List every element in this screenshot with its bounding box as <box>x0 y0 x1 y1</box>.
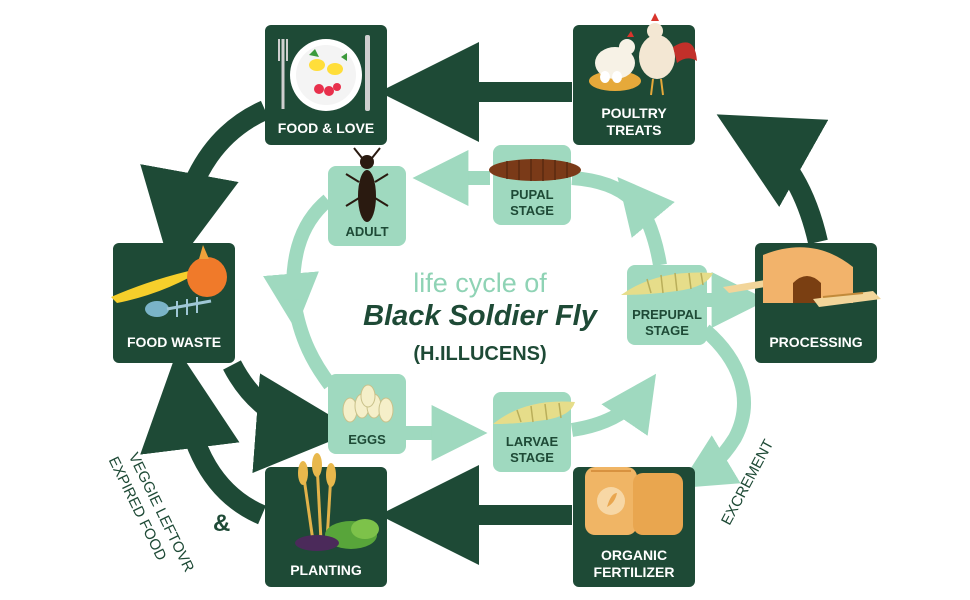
food-love-box: FOOD & LOVE <box>265 25 387 145</box>
arrow-waste-to-eggs <box>223 360 356 474</box>
arrow-processing-to-poultry <box>716 114 829 245</box>
poultry-treats-box: POULTRY TREATS <box>573 13 697 145</box>
pupal-stage-line1: PUPAL <box>510 187 554 202</box>
prepupal-stage-box: PREPUPAL STAGE <box>621 265 713 345</box>
adult-box: ADULT <box>328 147 406 246</box>
pupal-stage-label: PUPAL STAGE <box>493 187 571 219</box>
food-waste-box: FOOD WASTE <box>111 243 235 363</box>
arrow-excrement-to-fertilizer <box>678 324 751 489</box>
fertilizer-bags-icon <box>585 467 683 535</box>
pupal-stage-box: PUPAL STAGE <box>489 145 581 225</box>
pupal-stage-line2: STAGE <box>510 203 554 218</box>
prepupa-icon <box>621 272 713 295</box>
organic-fertilizer-line1: ORGANIC <box>600 547 668 563</box>
food-love-label: FOOD & LOVE <box>277 120 375 136</box>
adult-fly-icon <box>345 147 389 222</box>
larvae-stage-line1: LARVAE <box>505 434 559 449</box>
larvae-stage-box: LARVAE STAGE <box>493 392 575 472</box>
pupa-icon <box>489 159 581 181</box>
eggs-icon <box>342 384 394 423</box>
planting-box: PLANTING <box>265 453 387 587</box>
larvae-stage-label: LARVAE STAGE <box>493 434 571 466</box>
chickens-icon <box>589 13 697 96</box>
food-waste-label: FOOD WASTE <box>126 334 222 350</box>
wheat-vegetables-icon <box>295 453 379 551</box>
larvae-stage-line2: STAGE <box>510 450 554 465</box>
eggs-box: EGGS <box>328 374 406 454</box>
arrow-pupal-link <box>571 171 637 206</box>
plate-with-food-icon <box>278 35 370 111</box>
arrow-eggs-return <box>287 298 336 390</box>
larva-icon <box>493 401 575 424</box>
arrow-larvae-to-prepupal <box>570 373 657 437</box>
organic-fertilizer-box: ORGANIC FERTILIZER <box>573 467 695 587</box>
food-scraps-icon <box>111 245 227 317</box>
processing-oven-icon <box>723 247 881 307</box>
prepupal-stage-line2: STAGE <box>645 323 689 338</box>
poultry-treats-line1: POULTRY <box>601 105 667 121</box>
organic-fertilizer-label: ORGANIC FERTILIZER <box>573 547 695 581</box>
poultry-treats-label: POULTRY TREATS <box>573 105 695 139</box>
processing-label: PROCESSING <box>769 334 863 350</box>
eggs-label: EGGS <box>348 432 386 447</box>
prepupal-stage-line1: PREPUPAL <box>632 307 702 322</box>
arrow-planting-to-waste <box>140 349 267 525</box>
title-line1: life cycle of <box>413 268 547 298</box>
arrow-food-to-waste <box>140 100 270 272</box>
processing-box: PROCESSING <box>723 243 881 363</box>
title-line3: (H.ILLUCENS) <box>413 343 547 365</box>
prepupal-stage-label: PREPUPAL STAGE <box>627 307 707 339</box>
planting-label: PLANTING <box>290 562 362 578</box>
arrow-prepupal-return <box>617 176 675 267</box>
ampersand-label: & <box>213 510 231 537</box>
arrow-adult-to-eggs <box>263 194 333 330</box>
organic-fertilizer-line2: FERTILIZER <box>593 564 675 580</box>
title-line2: Black Soldier Fly <box>363 300 597 332</box>
adult-label: ADULT <box>345 224 389 239</box>
poultry-treats-line2: TREATS <box>606 122 662 138</box>
